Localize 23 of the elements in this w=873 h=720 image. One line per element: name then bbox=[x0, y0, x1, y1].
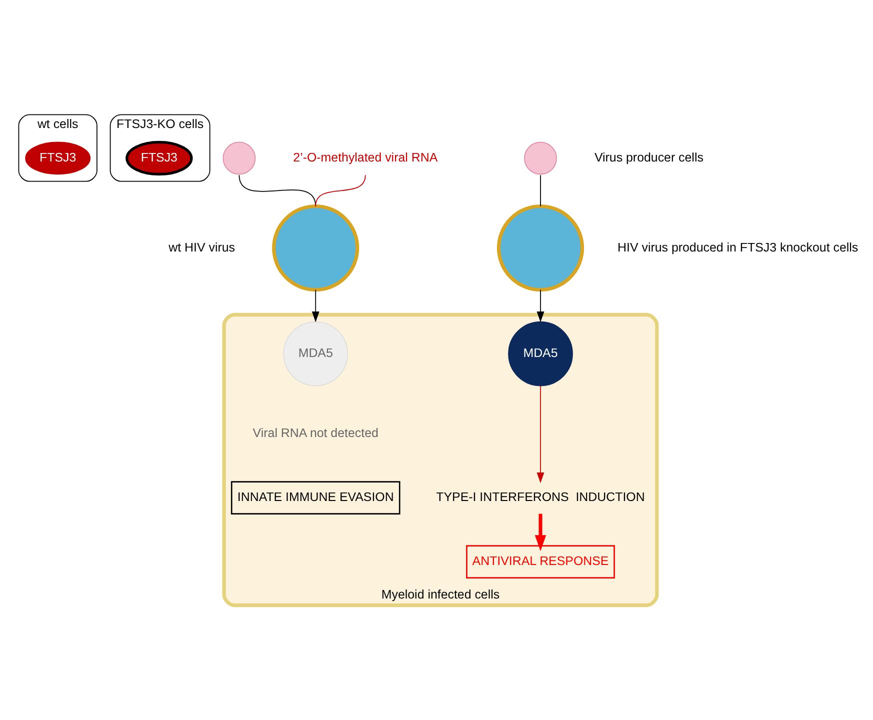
node-label: Viral RNA not detected bbox=[252, 426, 378, 440]
arrow bbox=[536, 289, 544, 322]
node-box: INNATE IMMUNE EVASION bbox=[230, 481, 400, 514]
arrow bbox=[534, 514, 546, 552]
node-circle bbox=[222, 142, 256, 175]
node-circle bbox=[524, 142, 557, 175]
label: Virus producer cells bbox=[594, 150, 704, 165]
node-box: ANTIVIRAL RESPONSE bbox=[466, 545, 615, 578]
node-text: 2’-O-methylated viral RNA bbox=[293, 150, 438, 165]
node-circle: MDA5 bbox=[283, 321, 348, 386]
node-circle: MDA5 bbox=[508, 321, 573, 386]
arrow bbox=[312, 289, 320, 322]
arrow bbox=[536, 385, 544, 484]
connector bbox=[238, 174, 316, 207]
node-circle bbox=[272, 204, 360, 292]
connector bbox=[540, 174, 541, 207]
node-circle bbox=[496, 204, 584, 292]
node-ellipse: FTSJ3 bbox=[25, 142, 91, 175]
node-label: wt HIV virus bbox=[168, 240, 236, 254]
node-label: HIV virus produced in FTSJ3 knockout cells bbox=[618, 240, 858, 254]
node-ellipse: FTSJ3 bbox=[126, 140, 193, 176]
node-text: TYPE-I INTERFERONS INDUCTION bbox=[436, 490, 645, 504]
connector bbox=[315, 174, 366, 207]
